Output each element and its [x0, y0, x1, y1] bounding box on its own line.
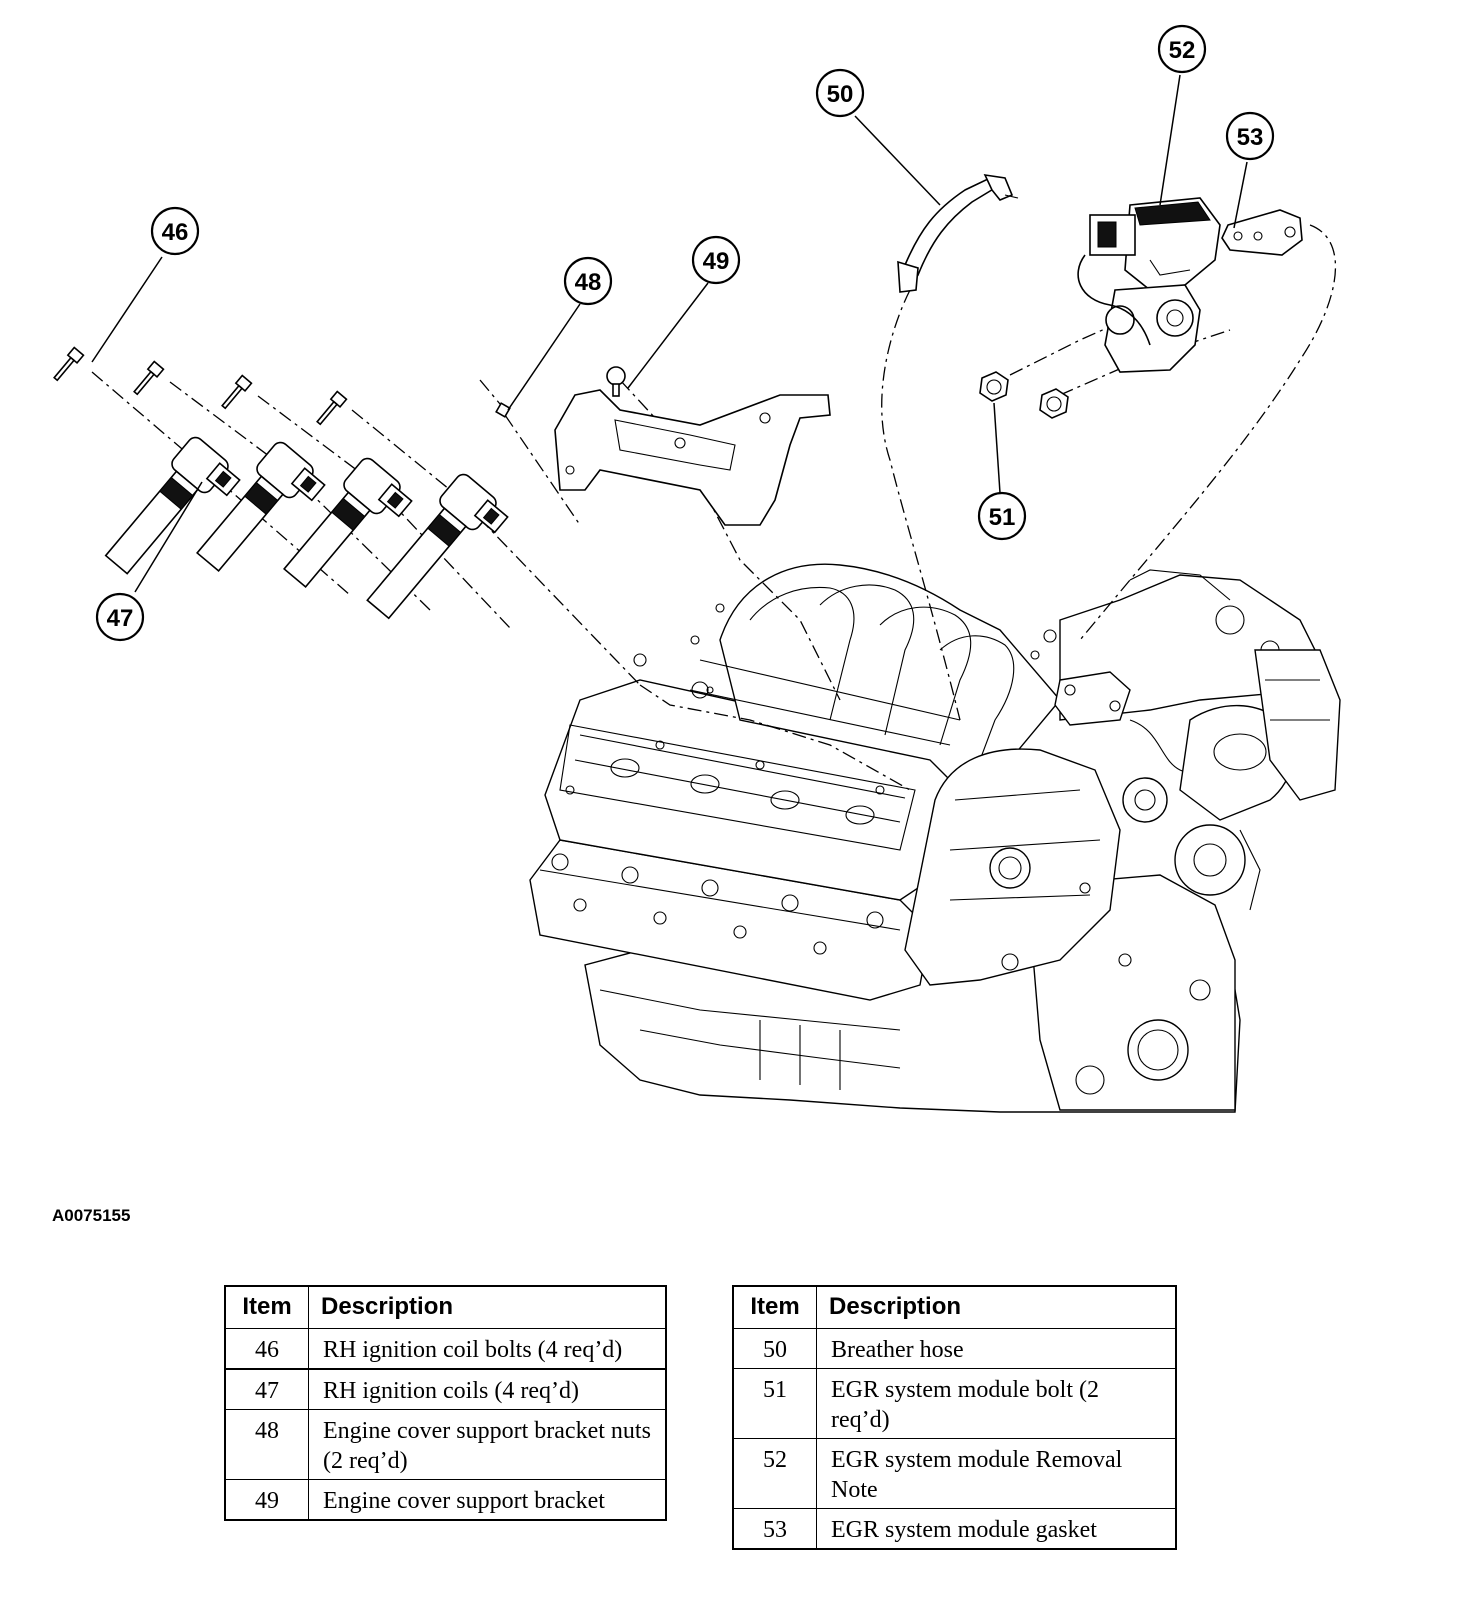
- callout-49: 49: [691, 235, 741, 285]
- svg-text:47: 47: [107, 605, 134, 632]
- column-header-description: Description: [308, 1285, 667, 1329]
- item-description: Engine cover support bracket nuts (2 req…: [308, 1409, 667, 1480]
- svg-text:49: 49: [703, 248, 730, 275]
- callout-leaders: [91, 74, 1248, 593]
- item-description: EGR system module Removal Note: [816, 1438, 1177, 1509]
- column-header-item: Item: [732, 1285, 817, 1329]
- bracket-nut-part: [495, 402, 511, 418]
- item-number: 47: [224, 1368, 309, 1410]
- item-number: 50: [732, 1328, 817, 1369]
- callout-53: 53: [1225, 111, 1275, 161]
- table-row: 46 RH ignition coil bolts (4 req’d): [224, 1328, 667, 1370]
- item-number: 52: [732, 1438, 817, 1509]
- egr-module-part: [1077, 197, 1221, 373]
- column-header-description: Description: [816, 1285, 1177, 1329]
- callout-50: 50: [815, 68, 865, 118]
- breather-hose-part: [897, 173, 1019, 293]
- legend-table-left: Item Description 46 RH ignition coil bol…: [224, 1285, 667, 1521]
- table-row: 47 RH ignition coils (4 req’d): [224, 1368, 667, 1410]
- coil-bolts-part: [53, 346, 348, 426]
- callout-47: 47: [95, 592, 145, 642]
- table-row: 48 Engine cover support bracket nuts (2 …: [224, 1409, 667, 1480]
- table-row: 52 EGR system module Removal Note: [732, 1438, 1177, 1509]
- egr-bolts-part: [979, 371, 1069, 419]
- svg-text:51: 51: [989, 504, 1016, 531]
- table-header-row: Item Description: [224, 1285, 667, 1329]
- item-number: 49: [224, 1479, 309, 1521]
- item-description: RH ignition coil bolts (4 req’d): [308, 1328, 667, 1370]
- item-number: 48: [224, 1409, 309, 1480]
- column-header-item: Item: [224, 1285, 309, 1329]
- item-number: 46: [224, 1328, 309, 1370]
- item-description: Breather hose: [816, 1328, 1177, 1369]
- egr-gasket-part: [1221, 209, 1303, 256]
- svg-text:52: 52: [1169, 37, 1196, 64]
- exploded-engine-diagram: 46 47 48 49 50 51 52 53: [53, 24, 1341, 1113]
- svg-text:46: 46: [162, 219, 189, 246]
- item-number: 51: [732, 1368, 817, 1439]
- item-description: RH ignition coils (4 req’d): [308, 1368, 667, 1410]
- callout-48: 48: [563, 256, 613, 306]
- table-row: 50 Breather hose: [732, 1328, 1177, 1369]
- legend-table-right: Item Description 50 Breather hose 51 EGR…: [732, 1285, 1177, 1550]
- ignition-coils-part: [104, 436, 509, 620]
- item-number: 53: [732, 1508, 817, 1550]
- callout-52: 52: [1157, 24, 1207, 74]
- table-row: 49 Engine cover support bracket: [224, 1479, 667, 1521]
- table-row: 51 EGR system module bolt (2 req’d): [732, 1368, 1177, 1439]
- callout-51: 51: [977, 491, 1027, 541]
- callout-46: 46: [150, 206, 200, 256]
- svg-text:53: 53: [1237, 124, 1264, 151]
- table-row: 53 EGR system module gasket: [732, 1508, 1177, 1550]
- svg-text:48: 48: [575, 269, 602, 296]
- item-description: EGR system module gasket: [816, 1508, 1177, 1550]
- item-description: Engine cover support bracket: [308, 1479, 667, 1521]
- support-bracket-part: [554, 366, 831, 526]
- table-header-row: Item Description: [732, 1285, 1177, 1329]
- svg-text:50: 50: [827, 81, 854, 108]
- engine-block-illustration: [529, 563, 1341, 1113]
- figure-id: A0075155: [52, 1206, 131, 1225]
- item-description: EGR system module bolt (2 req’d): [816, 1368, 1177, 1439]
